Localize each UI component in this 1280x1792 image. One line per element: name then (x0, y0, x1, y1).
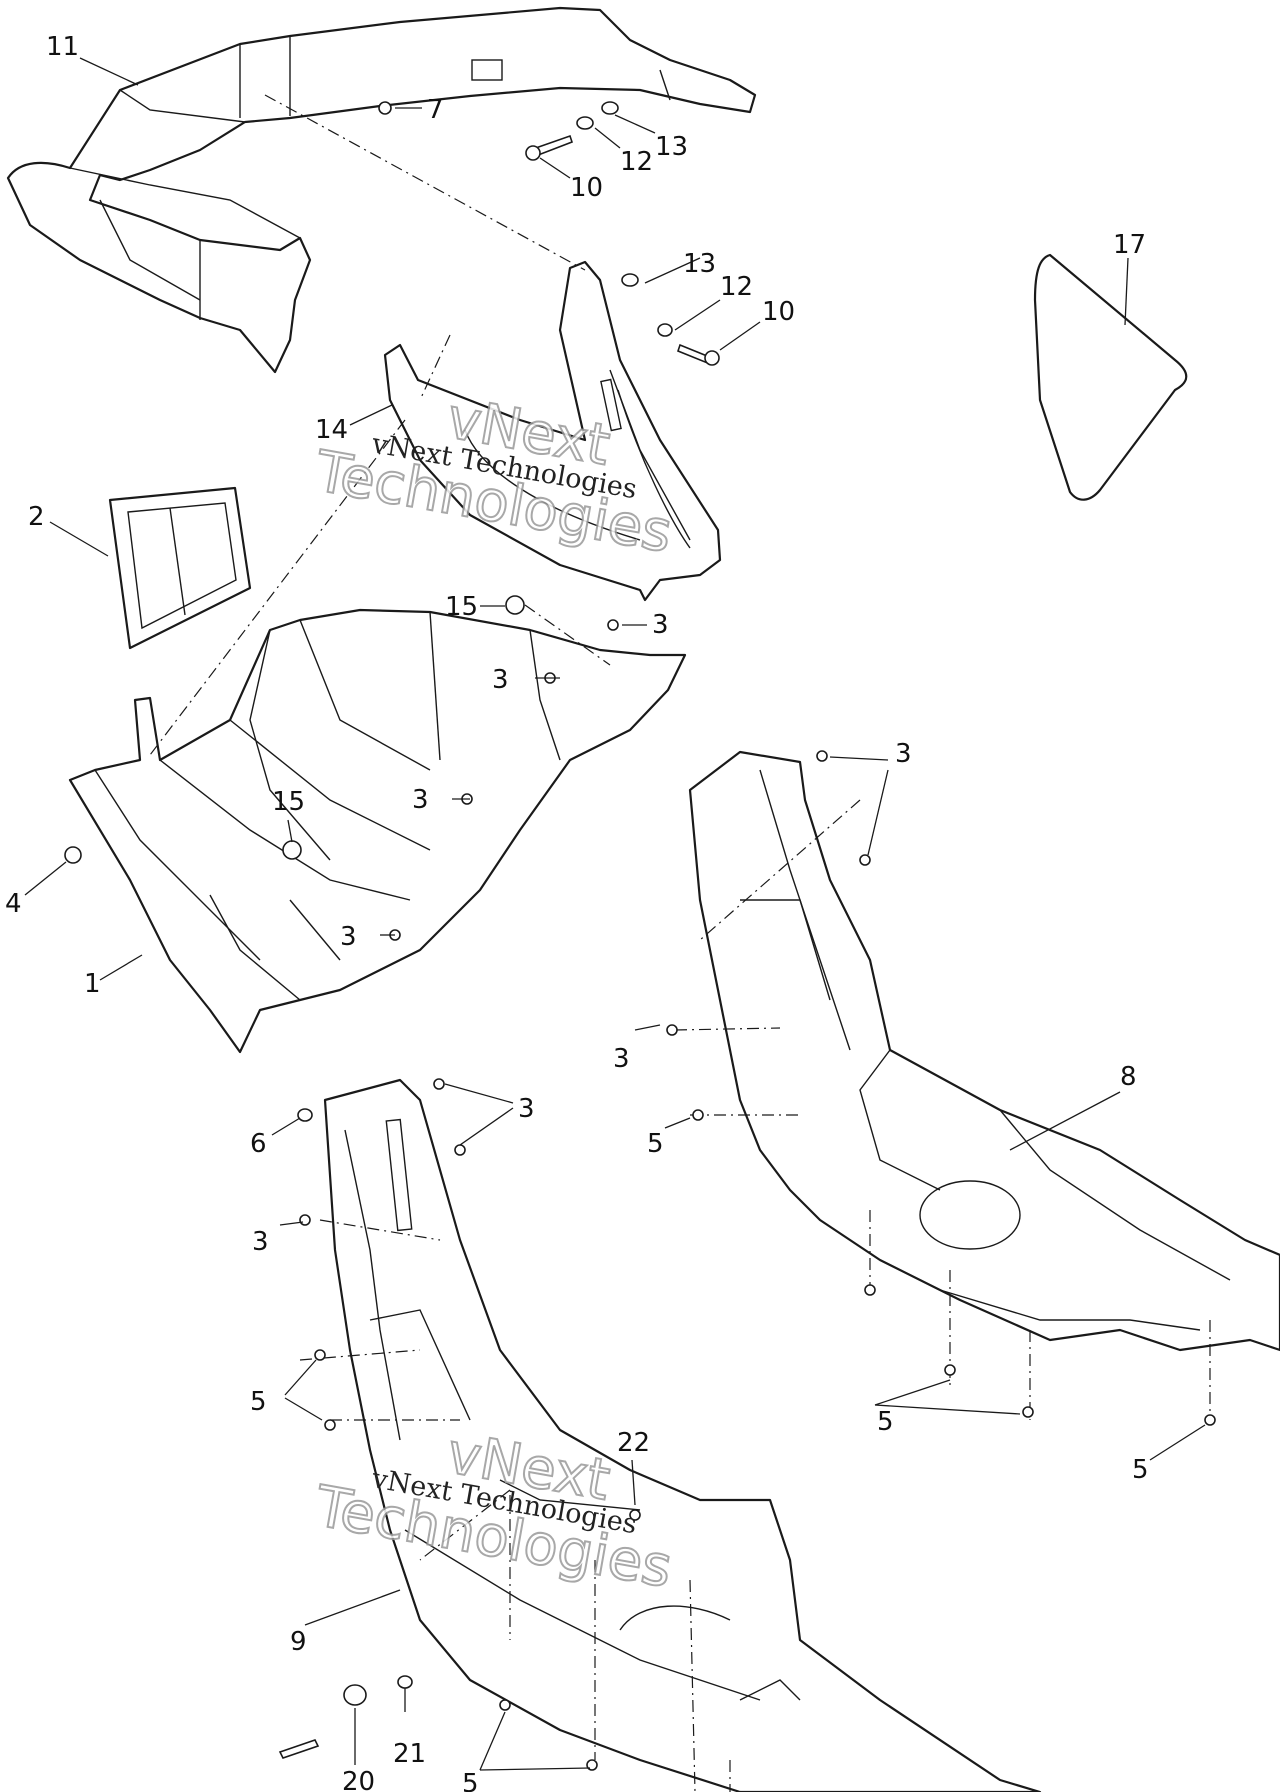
callout-5-a: 5 (647, 1129, 664, 1159)
callout-5-c: 5 (877, 1407, 894, 1437)
callout-10-top: 10 (570, 173, 603, 203)
callout-4: 4 (5, 889, 22, 919)
callout-labels: 11 7 12 13 10 13 12 10 17 14 2 15 3 3 3 … (5, 32, 1149, 1792)
callout-13-mid: 13 (683, 249, 716, 279)
callout-3-f: 3 (613, 1044, 630, 1074)
callout-2: 2 (28, 502, 45, 532)
callout-6: 6 (250, 1129, 267, 1159)
callout-17: 17 (1113, 230, 1146, 260)
callout-3-h: 3 (252, 1227, 269, 1257)
part-8-right-belly-pan (688, 750, 1280, 1352)
callout-21: 21 (393, 1739, 426, 1769)
callout-5-d: 5 (1132, 1455, 1149, 1485)
part-14-mounting-bracket (383, 260, 722, 602)
callout-9: 9 (290, 1627, 307, 1657)
callout-3-e: 3 (895, 739, 912, 769)
callout-14: 14 (315, 415, 348, 445)
callout-20: 20 (342, 1767, 375, 1792)
assembly-lines (149, 94, 1211, 1792)
hardware-fasteners (64, 101, 1216, 1771)
callout-11: 11 (46, 32, 79, 62)
part-11-upper-front-cover (6, 6, 757, 374)
callout-15-top: 15 (445, 592, 478, 622)
callout-5-b: 5 (250, 1387, 267, 1417)
callout-3-g: 3 (518, 1094, 535, 1124)
callout-3-c: 3 (412, 785, 429, 815)
part-9-left-belly-pan (323, 1078, 1042, 1792)
callout-12-mid: 12 (720, 272, 753, 302)
part-2-decal (108, 486, 252, 650)
callout-15-mid: 15 (272, 787, 305, 817)
callout-10-mid: 10 (762, 297, 795, 327)
callout-12-top: 12 (620, 147, 653, 177)
part-17-side-panel (1033, 253, 1188, 501)
callout-3-a: 3 (652, 610, 669, 640)
callout-13-top: 13 (655, 132, 688, 162)
callout-3-d: 3 (340, 922, 357, 952)
callout-8: 8 (1120, 1062, 1137, 1092)
part-1-lower-body-tub (68, 608, 687, 1054)
callout-22: 22 (617, 1428, 650, 1458)
callout-3-b: 3 (492, 665, 509, 695)
callout-1: 1 (84, 969, 101, 999)
leader-lines (24, 57, 1206, 1771)
callout-5-e: 5 (462, 1769, 479, 1792)
callout-7: 7 (427, 95, 444, 125)
